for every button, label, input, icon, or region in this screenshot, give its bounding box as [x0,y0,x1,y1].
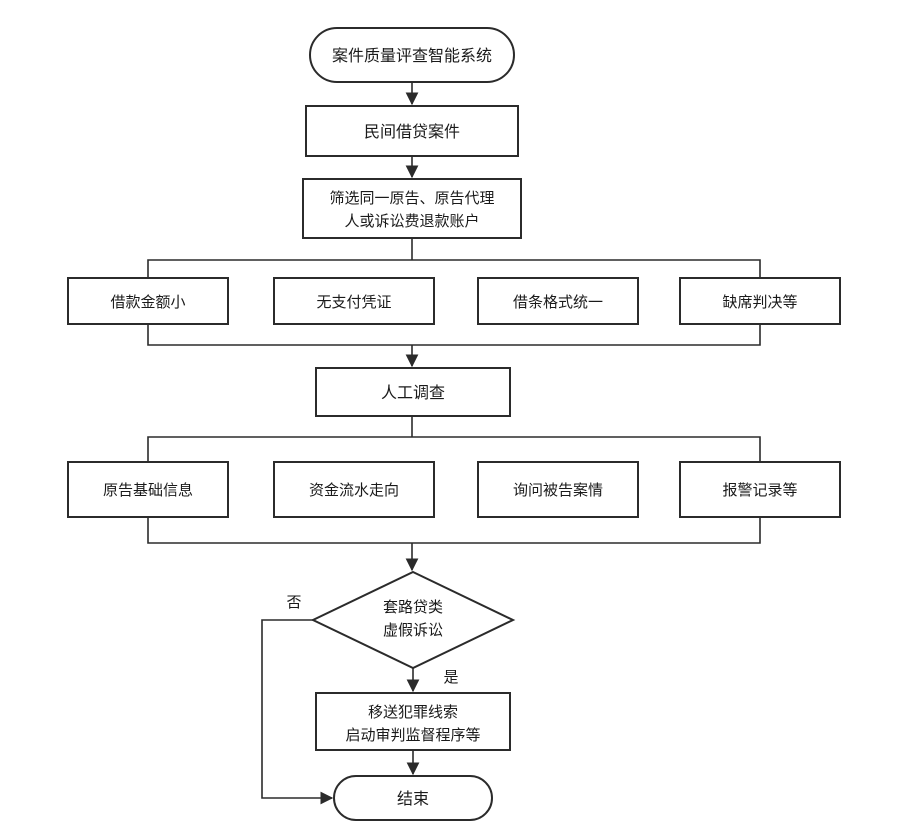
investigation-label-2: 资金流水走向 [309,481,399,499]
start-node: 案件质量评查智能系统 [309,27,515,83]
transfer-node: 移送犯罪线索 启动审判监督程序等 [315,692,511,751]
end-node: 结束 [333,775,493,821]
transfer-label-line-2: 启动审判监督程序等 [345,726,480,744]
case-node: 民间借贷案件 [305,105,519,157]
decision-label-line-1: 套路贷类 [383,598,443,616]
investigation-label-3: 询问被告案情 [513,481,603,499]
indicator-box-1: 借款金额小 [67,277,229,325]
decision-diamond: 套路贷类 虚假诉讼 [310,570,516,670]
indicator-label-3: 借条格式统一 [513,293,603,311]
investigation-group-lines [147,416,761,572]
case-label: 民间借贷案件 [364,122,460,141]
investigation-box-3: 询问被告案情 [477,461,639,518]
manual-investigation-node: 人工调查 [315,367,511,417]
decision-label-line-2: 虚假诉讼 [383,621,443,639]
investigation-label-4: 报警记录等 [722,481,797,499]
indicator-label-1: 借款金额小 [110,293,185,311]
yes-branch-label: 是 [443,668,458,686]
indicator-box-4: 缺席判决等 [679,277,841,325]
filter-label-line-2: 人或诉讼费退款账户 [344,212,479,230]
no-branch: 否 [261,593,334,805]
filter-node: 筛选同一原告、原告代理 人或诉讼费退款账户 [302,178,522,239]
yes-branch: 是 [406,668,459,693]
no-branch-label: 否 [286,593,301,611]
indicator-label-2: 无支付凭证 [316,293,391,311]
filter-label-line-1: 筛选同一原告、原告代理 [329,189,494,207]
indicator-label-4: 缺席判决等 [722,293,797,311]
investigation-label-1: 原告基础信息 [103,481,193,499]
indicator-box-2: 无支付凭证 [273,277,435,325]
manual-investigation-label: 人工调查 [381,383,445,402]
start-label: 案件质量评查智能系统 [332,46,492,65]
transfer-label-line-1: 移送犯罪线索 [368,703,458,721]
indicator-group-lines [147,238,761,368]
investigation-box-1: 原告基础信息 [67,461,229,518]
end-label: 结束 [397,789,429,808]
investigation-box-4: 报警记录等 [679,461,841,518]
investigation-box-2: 资金流水走向 [273,461,435,518]
indicator-box-3: 借条格式统一 [477,277,639,325]
